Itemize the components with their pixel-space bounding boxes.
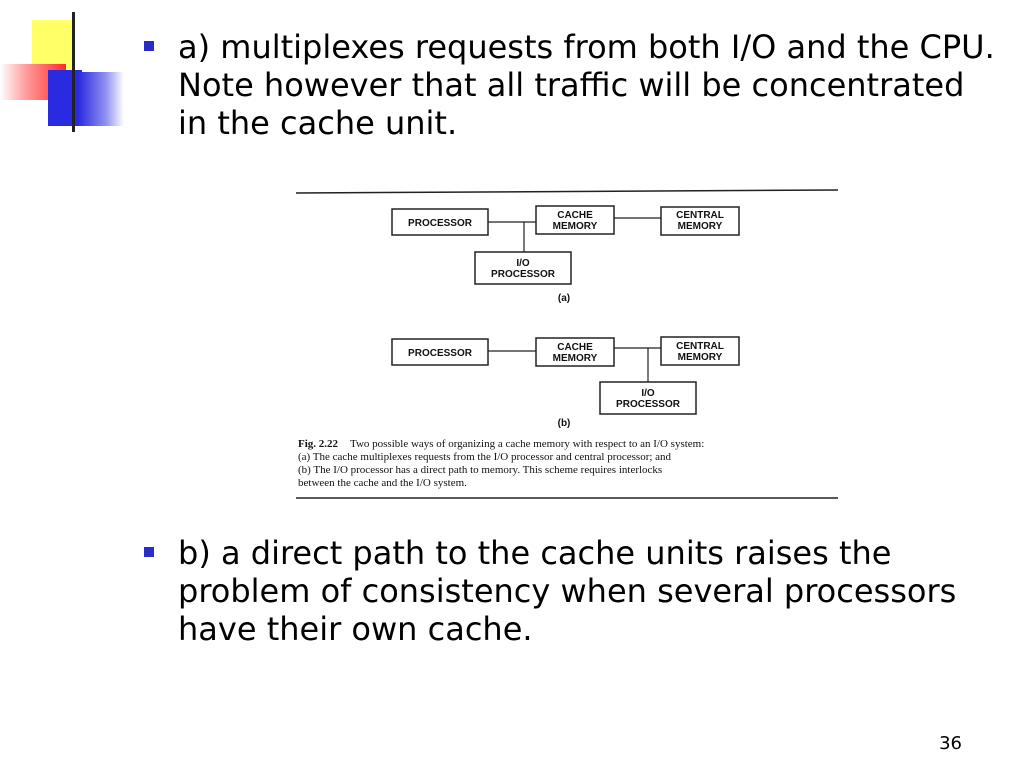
figure-caption: Fig. 2.22 Two possible ways of organizin…	[298, 438, 704, 489]
figure-top-rule	[295, 189, 839, 194]
logo-blue-gradient	[78, 72, 124, 126]
svg-text:CACHE: CACHE	[557, 210, 593, 221]
diagram-b: PROCESSOR CACHE MEMORY CENTRAL MEMORY I/…	[391, 336, 740, 429]
svg-text:PROCESSOR: PROCESSOR	[491, 269, 556, 280]
svg-text:MEMORY: MEMORY	[553, 221, 598, 232]
logo-blue-square	[48, 70, 82, 126]
cache-organization-figure: PROCESSOR CACHE MEMORY CENTRAL MEMORY I/…	[290, 185, 842, 505]
svg-text:PROCESSOR: PROCESSOR	[616, 399, 681, 410]
bullet-marker-icon	[144, 41, 154, 51]
a-processor-label: PROCESSOR	[408, 218, 473, 229]
bullet-b: b) a direct path to the cache units rais…	[144, 534, 998, 648]
svg-text:Two possible ways of organizin: Two possible ways of organizing a cache …	[350, 438, 704, 450]
svg-text:MEMORY: MEMORY	[678, 352, 723, 363]
svg-text:Fig. 2.22: Fig. 2.22	[298, 438, 339, 450]
svg-text:(b): (b)	[558, 418, 571, 429]
diagram-a: PROCESSOR CACHE MEMORY CENTRAL MEMORY I/…	[391, 205, 740, 304]
page-number: 36	[939, 733, 962, 754]
logo-vertical-line	[72, 12, 75, 132]
bullet-b-text: b) a direct path to the cache units rais…	[178, 534, 957, 648]
bullet-a: a) multiplexes requests from both I/O an…	[144, 28, 998, 142]
svg-text:MEMORY: MEMORY	[553, 353, 598, 364]
svg-text:between the cache and the I/O: between the cache and the I/O system.	[298, 477, 467, 489]
svg-text:MEMORY: MEMORY	[678, 221, 723, 232]
slide-logo	[0, 0, 130, 135]
svg-text:CENTRAL: CENTRAL	[676, 341, 724, 352]
svg-text:I/O: I/O	[516, 258, 530, 269]
b-processor-label: PROCESSOR	[408, 348, 473, 359]
svg-text:I/O: I/O	[641, 388, 655, 399]
svg-text:(a) The cache multiplexes requ: (a) The cache multiplexes requests from …	[298, 451, 672, 463]
svg-text:(a): (a)	[558, 293, 570, 304]
svg-text:(b) The I/O processor has a di: (b) The I/O processor has a direct path …	[298, 464, 662, 476]
svg-text:CACHE: CACHE	[557, 342, 593, 353]
svg-text:CENTRAL: CENTRAL	[676, 210, 724, 221]
bullet-a-text: a) multiplexes requests from both I/O an…	[178, 28, 995, 142]
bullet-marker-icon	[144, 547, 154, 557]
